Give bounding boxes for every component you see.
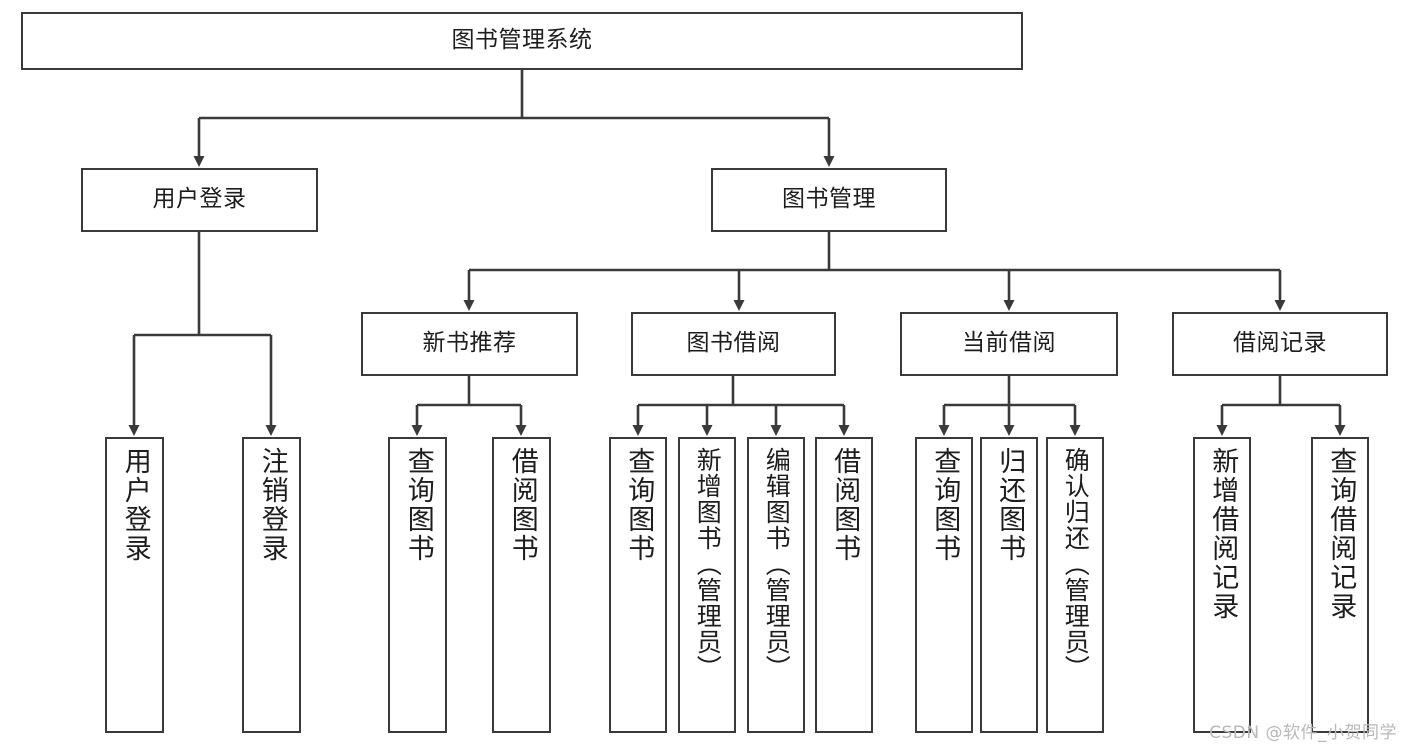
node-label: 借阅图书 [829, 447, 861, 563]
node-label: 新增借阅记录 [1207, 447, 1239, 621]
leaf-query-borrow-record[interactable]: 查询借阅记录 [1311, 437, 1369, 733]
leaf-logout[interactable]: 注销登录 [242, 437, 301, 733]
node-label: 用户登录 [119, 447, 151, 563]
node-borrowing-records[interactable]: 借阅记录 [1172, 312, 1388, 376]
leaf-confirm-return-admin[interactable]: 确认归还（管理员） [1046, 437, 1104, 733]
leaf-query-books-current[interactable]: 查询图书 [915, 437, 973, 733]
node-label: 归还图书 [994, 447, 1026, 563]
node-label: 查询图书 [623, 447, 655, 563]
node-book-borrowing[interactable]: 图书借阅 [631, 312, 836, 376]
node-label: 用户登录 [152, 186, 247, 213]
node-label: 图书借阅 [686, 330, 781, 357]
node-label: 新书推荐 [422, 330, 517, 357]
leaf-edit-book-admin[interactable]: 编辑图书（管理员） [747, 437, 805, 733]
leaf-return-books[interactable]: 归还图书 [980, 437, 1038, 733]
leaf-query-books-new[interactable]: 查询图书 [388, 437, 447, 733]
node-current-borrowing[interactable]: 当前借阅 [900, 312, 1118, 376]
leaf-add-borrow-record[interactable]: 新增借阅记录 [1193, 437, 1251, 733]
node-new-book-recommendation[interactable]: 新书推荐 [361, 312, 578, 376]
node-user-login[interactable]: 用户登录 [81, 168, 318, 232]
node-label: 当前借阅 [962, 330, 1056, 357]
leaf-query-books-borrow[interactable]: 查询图书 [609, 437, 667, 733]
leaf-user-login[interactable]: 用户登录 [105, 437, 164, 733]
watermark: CSDN @软件_小贺同学 [1209, 723, 1397, 743]
leaf-add-book-admin[interactable]: 新增图书（管理员） [678, 437, 736, 733]
node-label: 图书管理 [782, 186, 876, 213]
node-book-management[interactable]: 图书管理 [711, 168, 947, 232]
leaf-borrow-books-new[interactable]: 借阅图书 [492, 437, 551, 733]
node-label: 借阅记录 [1233, 330, 1327, 357]
node-label: 注销登录 [256, 447, 288, 563]
node-label: 借阅图书 [506, 447, 538, 563]
node-label: 查询图书 [402, 447, 434, 563]
leaf-borrow-books[interactable]: 借阅图书 [815, 437, 873, 733]
node-label: 新增图书（管理员） [693, 447, 723, 681]
node-label: 查询图书 [929, 447, 961, 563]
node-label: 查询借阅记录 [1325, 447, 1357, 621]
node-label: 图书管理系统 [451, 27, 593, 54]
node-label: 确认归还（管理员） [1061, 447, 1091, 681]
node-root-book-management-system[interactable]: 图书管理系统 [21, 12, 1023, 70]
node-label: 编辑图书（管理员） [762, 447, 792, 681]
